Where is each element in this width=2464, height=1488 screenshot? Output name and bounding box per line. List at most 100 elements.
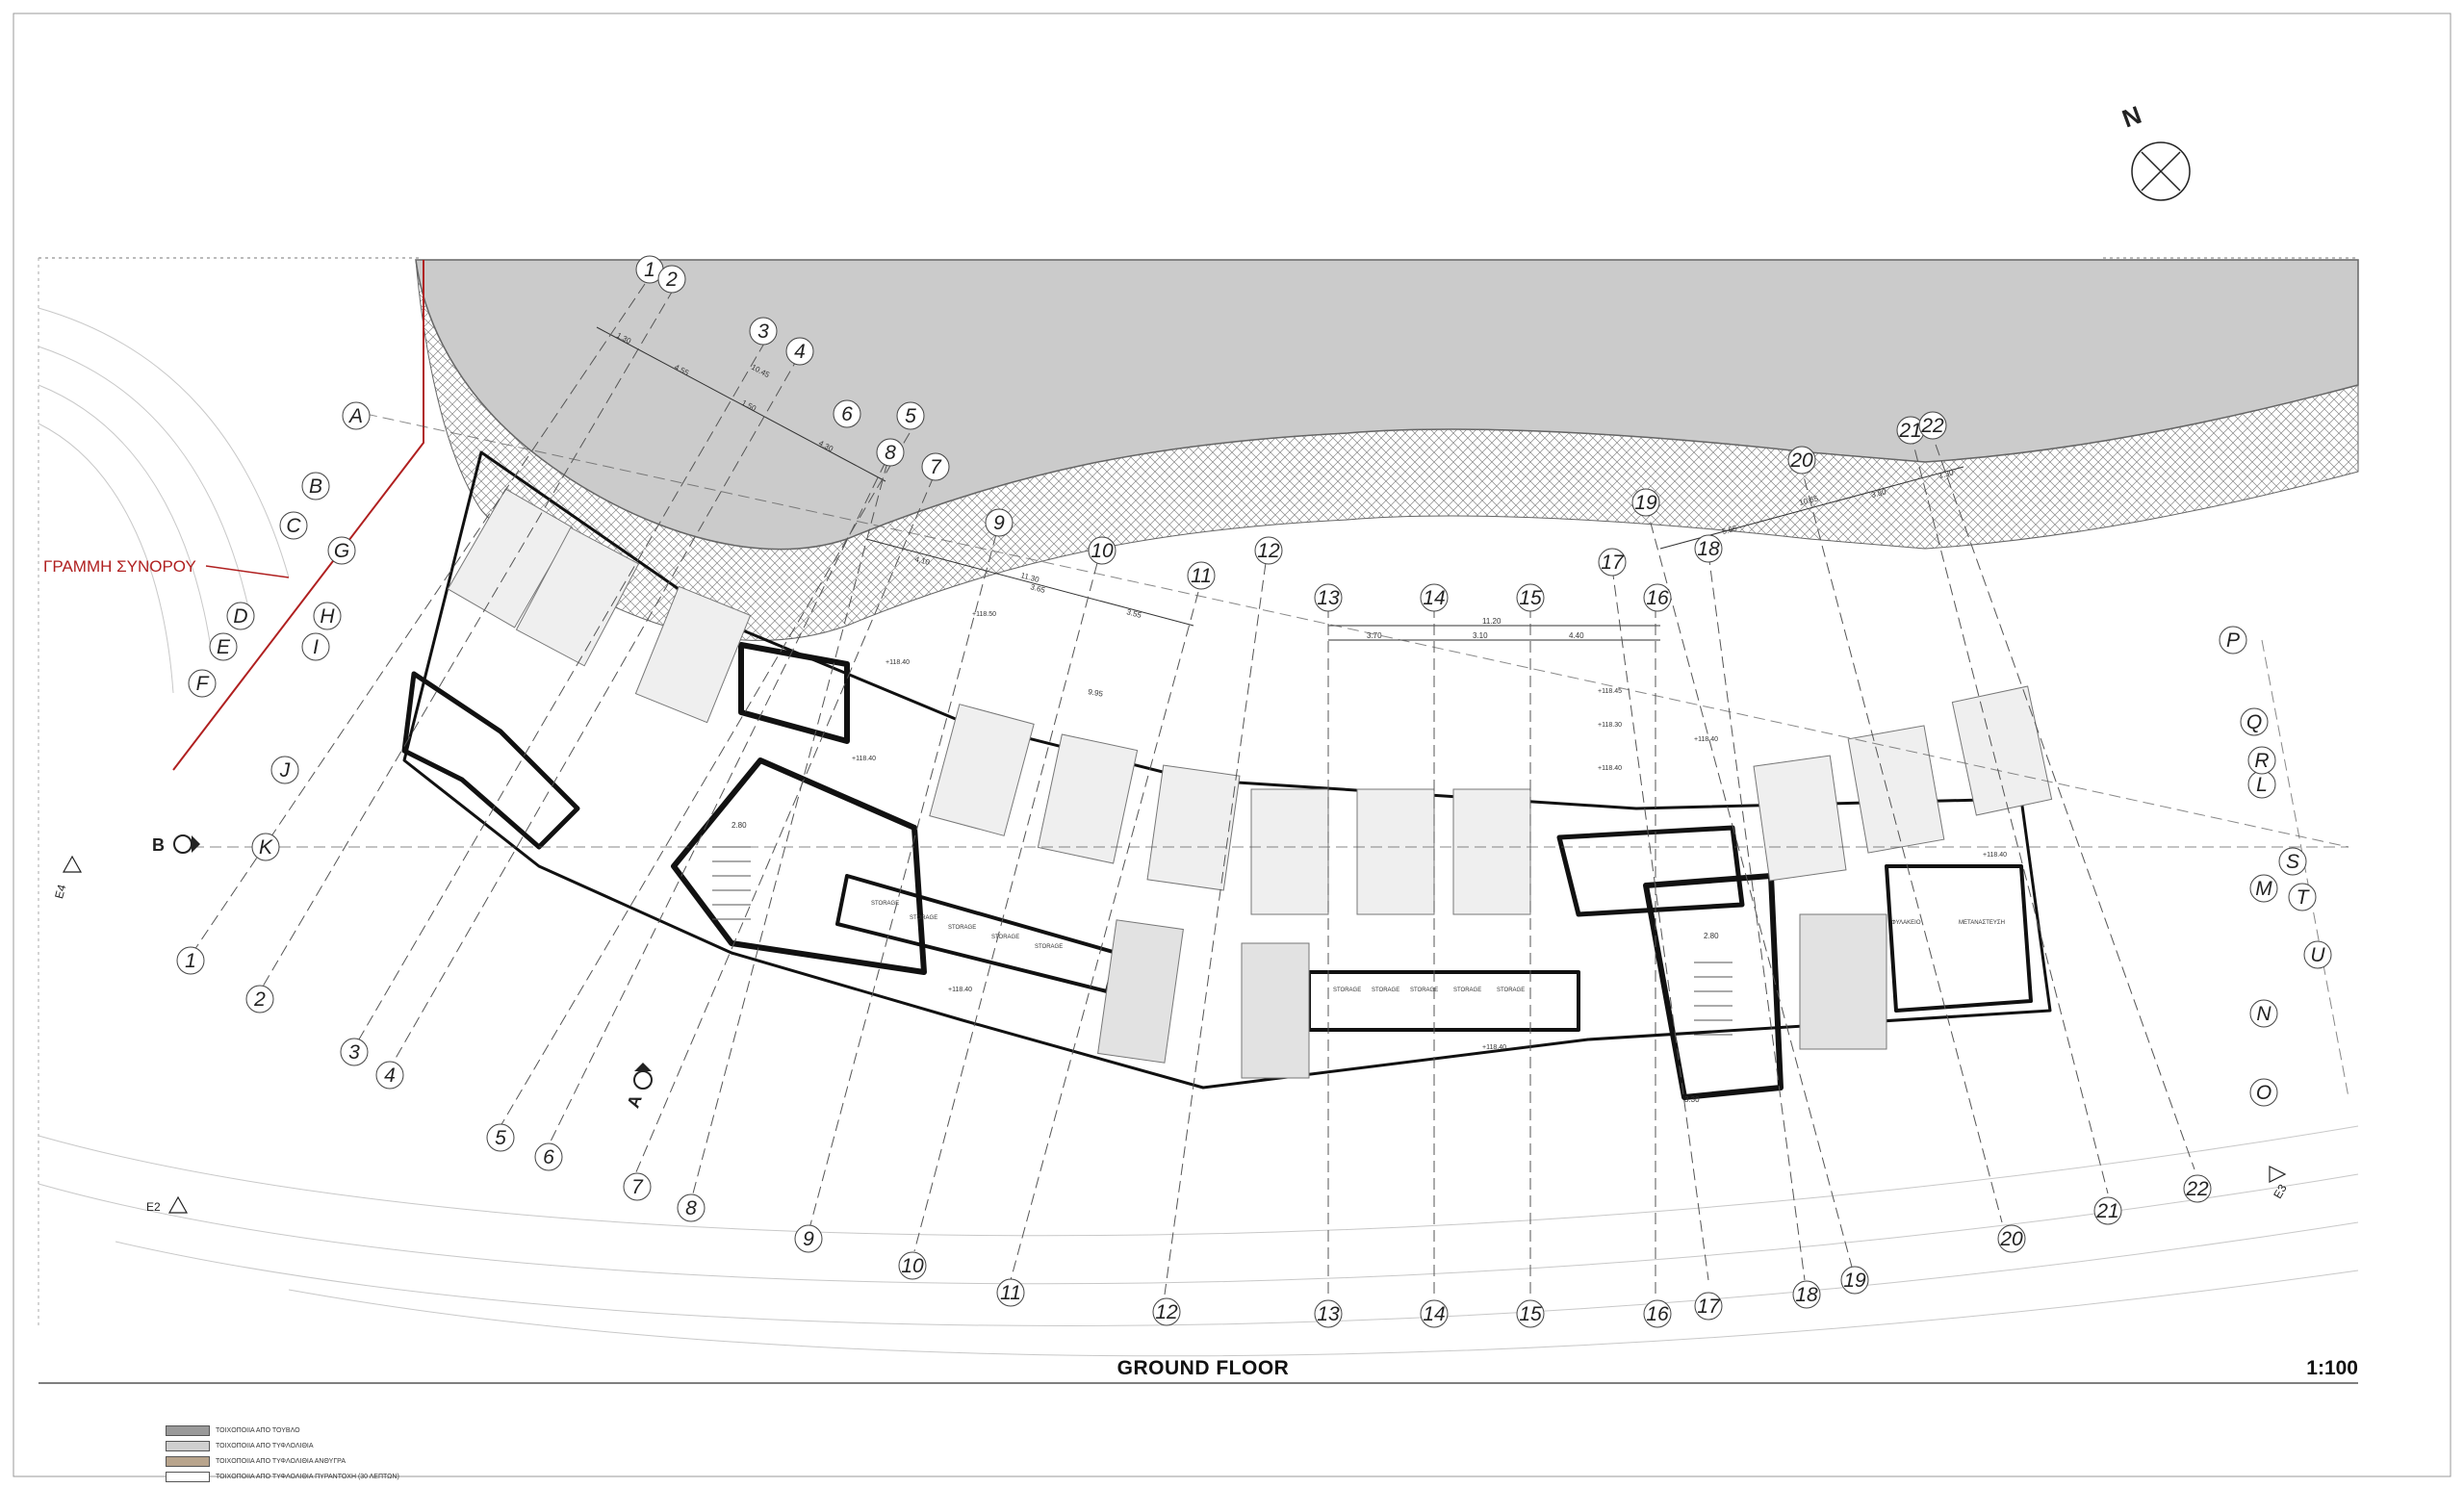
grid-label: 11 <box>1191 565 1212 587</box>
dimension-text: 1.30 <box>1938 468 1955 480</box>
elevation-label: E2 <box>146 1200 161 1214</box>
grid-bubble <box>301 632 330 661</box>
grid-bubble <box>996 1278 1025 1307</box>
grid-bubble <box>340 1038 369 1066</box>
office-label: ΜΕΤΑΝΑΣΤΕΥΣΗ <box>1959 920 2005 926</box>
grid-bubble <box>2183 1174 2212 1203</box>
grid-bubble <box>1918 411 1947 440</box>
sheet-frame <box>13 13 2451 1477</box>
legend-text: ΤΟΙΧΟΠΟΙΙΑ ΑΠΟ ΤΟΥΒΛΟ <box>216 1426 300 1434</box>
dimension-text: 4.10 <box>913 554 931 567</box>
grid-label: 9 <box>803 1228 814 1250</box>
grid-bubble <box>1420 1299 1449 1328</box>
grid-label: 19 <box>1634 492 1657 514</box>
grid-label: 5 <box>495 1127 506 1149</box>
drawing-scale: 1:100 <box>2306 1357 2358 1379</box>
dimension-text: 11.20 <box>1482 617 1502 626</box>
dimension-text: 2.80 <box>1704 932 1719 940</box>
grid-bubble <box>1516 1299 1545 1328</box>
grid-label: I <box>313 636 319 658</box>
grid-bubble <box>534 1142 563 1171</box>
grid-label: 8 <box>685 1197 697 1219</box>
grid-label: 13 <box>1317 587 1340 609</box>
grid-bubble <box>1254 536 1283 565</box>
storage-label: STORAGE <box>991 935 1019 940</box>
grid-bubble <box>1631 488 1660 517</box>
grid-bubble <box>209 632 238 661</box>
grid-bubble <box>921 452 950 481</box>
grid-label: 16 <box>1646 587 1669 609</box>
legend-item: ΤΟΙΧΟΠΟΙΙΑ ΑΠΟ ΤΥΦΛΟΛΙΘΙΑ ΑΝΘΥΓΡΑ <box>166 1453 399 1469</box>
grid-label: T <box>2297 886 2311 909</box>
grid-bubble <box>342 401 371 430</box>
level-marker: +118.45 <box>1598 688 1622 695</box>
section-marker-b: B <box>152 834 200 855</box>
grid-label: 4 <box>384 1065 396 1087</box>
legend-swatch <box>166 1424 210 1436</box>
grid-label: F <box>196 673 210 695</box>
grid-label: 18 <box>1697 538 1720 560</box>
grid-bubble <box>1694 1292 1723 1321</box>
dimension-text: 3.80 <box>1870 487 1887 500</box>
level-marker: +118.40 <box>886 659 910 666</box>
dimension-text: 3.55 <box>1125 607 1142 620</box>
grid-bubble <box>245 985 274 1013</box>
grid-bubble <box>486 1123 515 1152</box>
grid-bubble <box>1187 561 1216 590</box>
contour-lines <box>38 307 2359 1357</box>
grid-label: 3 <box>757 321 769 343</box>
grid-bubble <box>749 317 778 346</box>
grid-label: 15 <box>1519 587 1542 609</box>
grid-bubbles: 1122334455667788991010111112121313141415… <box>176 255 2332 1328</box>
grid-label: 4 <box>794 341 806 363</box>
storage-labels: STORAGE STORAGE STORAGE STORAGE STORAGE … <box>871 901 2005 993</box>
level-marker: +118.40 <box>852 756 876 762</box>
grid-label: 2 <box>253 988 266 1011</box>
drawing-title: GROUND FLOOR <box>1116 1357 1290 1379</box>
level-marker: +118.40 <box>1598 765 1622 772</box>
level-marker: +118.40 <box>948 987 972 993</box>
grid-label: 10 <box>1091 540 1114 562</box>
grid-bubble <box>677 1193 706 1222</box>
section-label: A <box>624 1092 646 1111</box>
grid-label: N <box>2256 1003 2272 1025</box>
north-arrow: N <box>2118 100 2191 201</box>
grid-label: G <box>334 540 349 562</box>
grid-bubble <box>623 1172 652 1201</box>
grid-label: S <box>2286 851 2299 873</box>
boundary-leader <box>205 565 290 578</box>
legend-text: ΤΟΙΧΟΠΟΙΙΑ ΑΠΟ ΤΥΦΛΟΛΙΘΙΑ ΠΥΡΑΝΤΟΧΗ (30 … <box>216 1473 399 1480</box>
storage-label: STORAGE <box>1372 988 1399 993</box>
grid-bubble <box>251 833 280 861</box>
grid-lines <box>192 283 2349 1296</box>
grid-bubble <box>2249 1078 2278 1107</box>
grid-bubble <box>2249 874 2278 903</box>
grid-label: H <box>320 605 335 628</box>
grid-label: 5 <box>905 405 916 427</box>
storage-label: STORAGE <box>871 901 899 907</box>
grid-label: B <box>309 475 322 498</box>
grid-label: Q <box>2246 711 2262 733</box>
grid-label: 15 <box>1519 1303 1542 1325</box>
grid-bubble <box>1997 1224 2026 1253</box>
grid-label: 17 <box>1697 1296 1721 1318</box>
dimension-text: 3.70 <box>1367 631 1382 640</box>
grid-label: 13 <box>1317 1303 1340 1325</box>
grid-bubble <box>270 756 299 784</box>
storage-label: STORAGE <box>1453 988 1481 993</box>
grid-bubble <box>2247 746 2276 775</box>
legend-swatch <box>166 1440 210 1451</box>
grid-bubble <box>896 401 925 430</box>
level-marker: +118.40 <box>1983 852 2007 859</box>
grid-label: 2 <box>665 269 678 291</box>
parking-bays <box>447 488 2053 1079</box>
storage-label: STORAGE <box>1497 988 1525 993</box>
grid-label: 22 <box>1920 415 1944 437</box>
north-label: N <box>2118 100 2145 134</box>
dimension-text: 4.40 <box>1569 631 1584 640</box>
grid-label: P <box>2226 629 2240 652</box>
grid-bubble <box>301 472 330 500</box>
grid-bubble <box>2240 707 2269 736</box>
legend-item: ΤΟΙΧΟΠΟΙΙΑ ΑΠΟ ΤΥΦΛΟΛΙΘΙΑ ΠΥΡΑΝΤΟΧΗ (30 … <box>166 1469 399 1484</box>
